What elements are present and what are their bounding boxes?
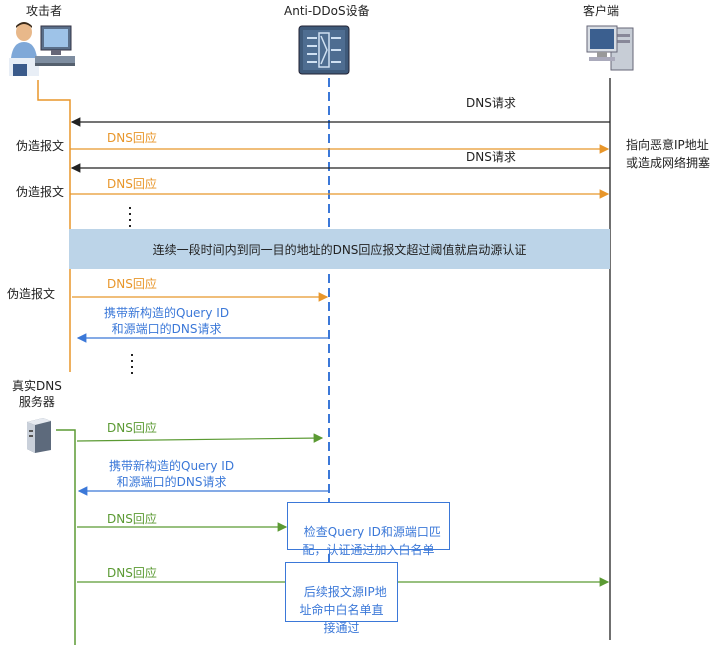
dns-response-4-label: DNS回应 xyxy=(107,421,157,435)
dns-response-5-label: DNS回应 xyxy=(107,512,157,526)
ellipsis-vertical-2 xyxy=(131,354,133,374)
forged-packet-label-3: 伪造报文 xyxy=(7,287,56,301)
attacker-lifeline xyxy=(37,80,71,372)
dns-server-lifeline xyxy=(56,429,76,645)
dns-request-2-label: DNS请求 xyxy=(466,150,516,164)
dns-server-label: 真实DNS 服务器 xyxy=(12,379,62,409)
dns-response-6-label: DNS回应 xyxy=(107,566,157,580)
threshold-banner: 连续一段时间内到同一目的地址的DNS回应报文超过阈值就启动源认证 xyxy=(69,229,610,269)
ellipsis-vertical-1 xyxy=(129,207,131,227)
device-label: Anti-DDoS设备 xyxy=(284,4,370,18)
forged-packet-label-2: 伪造报文 xyxy=(16,185,65,199)
dns-response-3-label: DNS回应 xyxy=(107,277,157,291)
arrow-dns-response-4 xyxy=(76,433,324,443)
forged-packet-label-1: 伪造报文 xyxy=(16,139,65,153)
whitelist-note-text: 后续报文源IP地 址命中白名单直 接通过 xyxy=(299,585,387,635)
client-effect-label: 指向恶意IP地址 或造成网络拥塞 xyxy=(626,138,711,170)
firewall-device-icon xyxy=(297,24,351,76)
check-note: 检查Query ID和源端口匹 配，认证通过加入白名单 xyxy=(287,502,450,557)
dns-response-2-label: DNS回应 xyxy=(107,177,157,191)
attacker-computer-icon xyxy=(5,18,77,80)
dns-response-1-label: DNS回应 xyxy=(107,131,157,145)
whitelist-note: 后续报文源IP地 址命中白名单直 接通过 xyxy=(285,562,398,635)
check-note-text: 检查Query ID和源端口匹 配，认证通过加入白名单 xyxy=(302,525,441,557)
client-computer-icon xyxy=(585,20,637,76)
dns-request-1-label: DNS请求 xyxy=(466,96,516,110)
client-label: 客户端 xyxy=(583,4,620,18)
query-request-1-label: 携带新构造的Query ID 和源端口的DNS请求 xyxy=(104,306,230,336)
server-icon xyxy=(23,416,53,454)
threshold-banner-text: 连续一段时间内到同一目的地址的DNS回应报文超过阈值就启动源认证 xyxy=(152,242,527,257)
attacker-label: 攻击者 xyxy=(26,4,63,18)
query-request-2-label: 携带新构造的Query ID 和源端口的DNS请求 xyxy=(109,459,235,489)
